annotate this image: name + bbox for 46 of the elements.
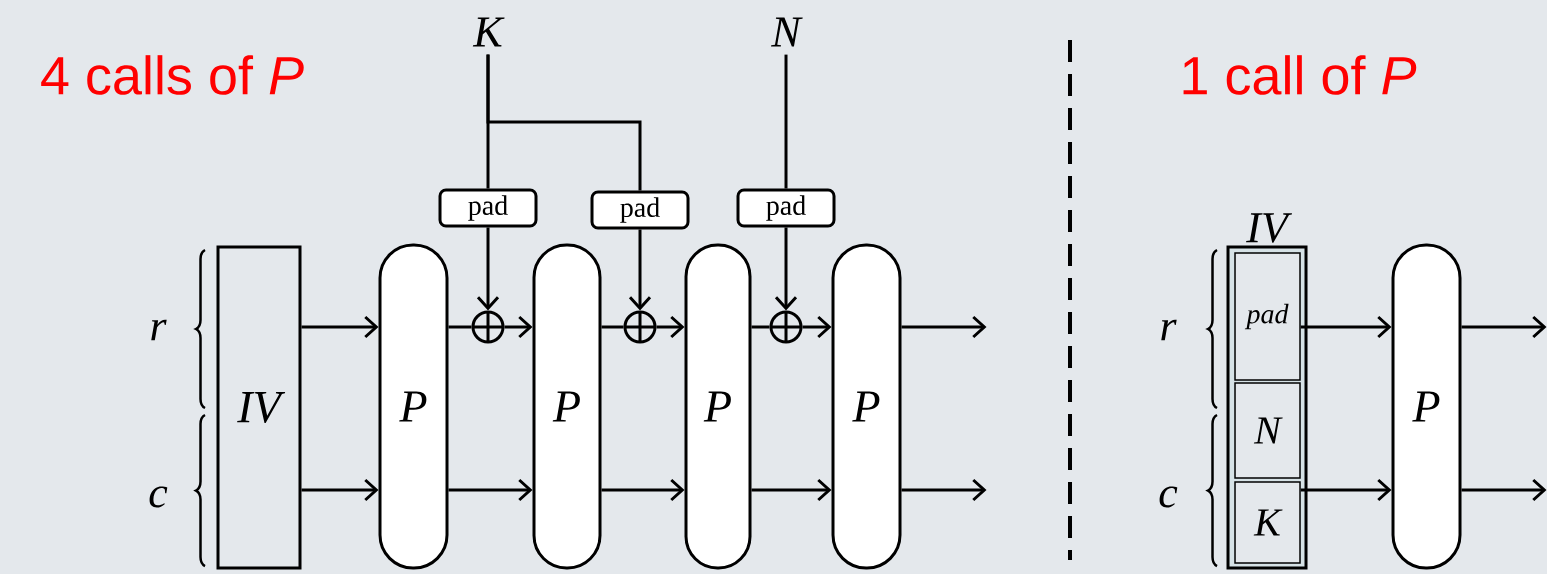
permutation-box: P bbox=[378, 243, 449, 570]
pad-box: pad bbox=[736, 188, 836, 228]
connector-line bbox=[448, 325, 472, 329]
arrow bbox=[1461, 315, 1547, 339]
permutation-box: P bbox=[1391, 243, 1462, 570]
arrow bbox=[448, 478, 533, 502]
permutation-box: P bbox=[532, 243, 602, 570]
connector-line bbox=[751, 325, 770, 329]
variable-label: c bbox=[149, 486, 168, 508]
iv-box: IV bbox=[216, 245, 302, 570]
arrow bbox=[601, 478, 685, 502]
arrow bbox=[301, 478, 379, 502]
permutation-box: P bbox=[831, 243, 902, 570]
arrow bbox=[628, 229, 652, 311]
connector-line bbox=[486, 54, 642, 191]
arrow bbox=[301, 315, 379, 339]
arrow bbox=[656, 315, 685, 339]
arrow bbox=[802, 315, 832, 339]
xor-symbol bbox=[769, 310, 803, 344]
arrow bbox=[901, 315, 987, 339]
arrow bbox=[774, 227, 798, 311]
node-label: IV bbox=[1246, 213, 1292, 243]
arrow bbox=[504, 315, 533, 339]
xor-symbol bbox=[623, 310, 657, 344]
arrow bbox=[476, 227, 500, 311]
permutation-box: P bbox=[684, 243, 752, 570]
variable-label: r bbox=[1161, 319, 1177, 341]
variable-label: r bbox=[151, 319, 167, 341]
pad-box: pad bbox=[438, 188, 538, 228]
arrow bbox=[751, 478, 832, 502]
arrow bbox=[901, 478, 987, 502]
panel-heading: 1 call of P bbox=[1183, 55, 1417, 95]
variable-label: c bbox=[1159, 486, 1178, 508]
panel-heading: 4 calls of P bbox=[41, 55, 304, 95]
arrow bbox=[1300, 478, 1392, 502]
input-label: K bbox=[472, 17, 505, 47]
connector-line bbox=[784, 54, 788, 189]
connector-line bbox=[601, 325, 624, 329]
arrow bbox=[1461, 478, 1547, 502]
xor-symbol bbox=[471, 310, 505, 344]
input-label: N bbox=[771, 17, 803, 47]
iv-cell: pad bbox=[1234, 252, 1301, 381]
pad-box: pad bbox=[590, 190, 690, 230]
iv-cell: N bbox=[1234, 382, 1301, 479]
arrow bbox=[1300, 315, 1392, 339]
iv-cell: K bbox=[1234, 481, 1301, 564]
